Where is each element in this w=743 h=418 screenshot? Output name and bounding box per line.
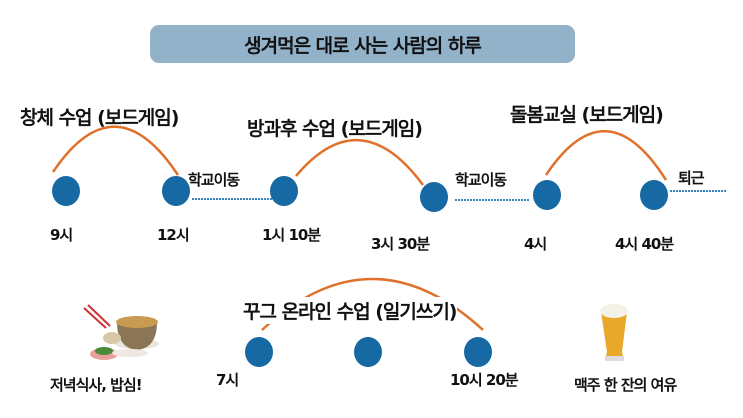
time-label: 3시 30분: [371, 235, 430, 253]
dinner-caption: 저녁식사, 밥심!: [50, 376, 143, 394]
time-label: 9시: [50, 226, 73, 244]
time-label: 1시 10분: [262, 226, 321, 244]
arc-dolbom: [544, 130, 668, 181]
time-label: 4시 40분: [615, 235, 674, 253]
time-label: 7시: [216, 371, 239, 389]
title-banner: 생겨먹은 대로 사는 사람의 하루: [150, 25, 575, 63]
time-label: 10시 20분: [450, 371, 519, 389]
transition-label: 학교이동: [455, 171, 507, 189]
time-dot: [640, 180, 668, 210]
time-dot: [245, 337, 273, 367]
activity-label: 방과후 수업 (보드게임): [247, 118, 423, 140]
arc-banggwahu: [295, 139, 425, 186]
time-dot: [354, 337, 382, 367]
beer-caption: 맥주 한 잔의 여유: [574, 376, 677, 394]
time-dot: [52, 176, 80, 206]
title: 생겨먹은 대로 사는 사람의 하루: [244, 34, 482, 57]
time-dot: [533, 180, 561, 210]
time-dot: [464, 337, 492, 367]
activity-label: 창체 수업 (보드게임): [20, 107, 179, 129]
time-dot: [270, 176, 298, 206]
time-label: 4시: [524, 235, 547, 253]
transition-label: 학교이동: [188, 171, 240, 189]
time-label: 12시: [157, 226, 190, 244]
activity-label: 꾸그 온라인 수업 (일기쓰기): [243, 297, 457, 324]
time-dot: [420, 182, 448, 212]
arc-changche: [51, 125, 180, 176]
activity-label: 돌봄교실 (보드게임): [510, 104, 664, 126]
transition-label: 퇴근: [678, 169, 705, 187]
time-dot: [162, 176, 190, 206]
